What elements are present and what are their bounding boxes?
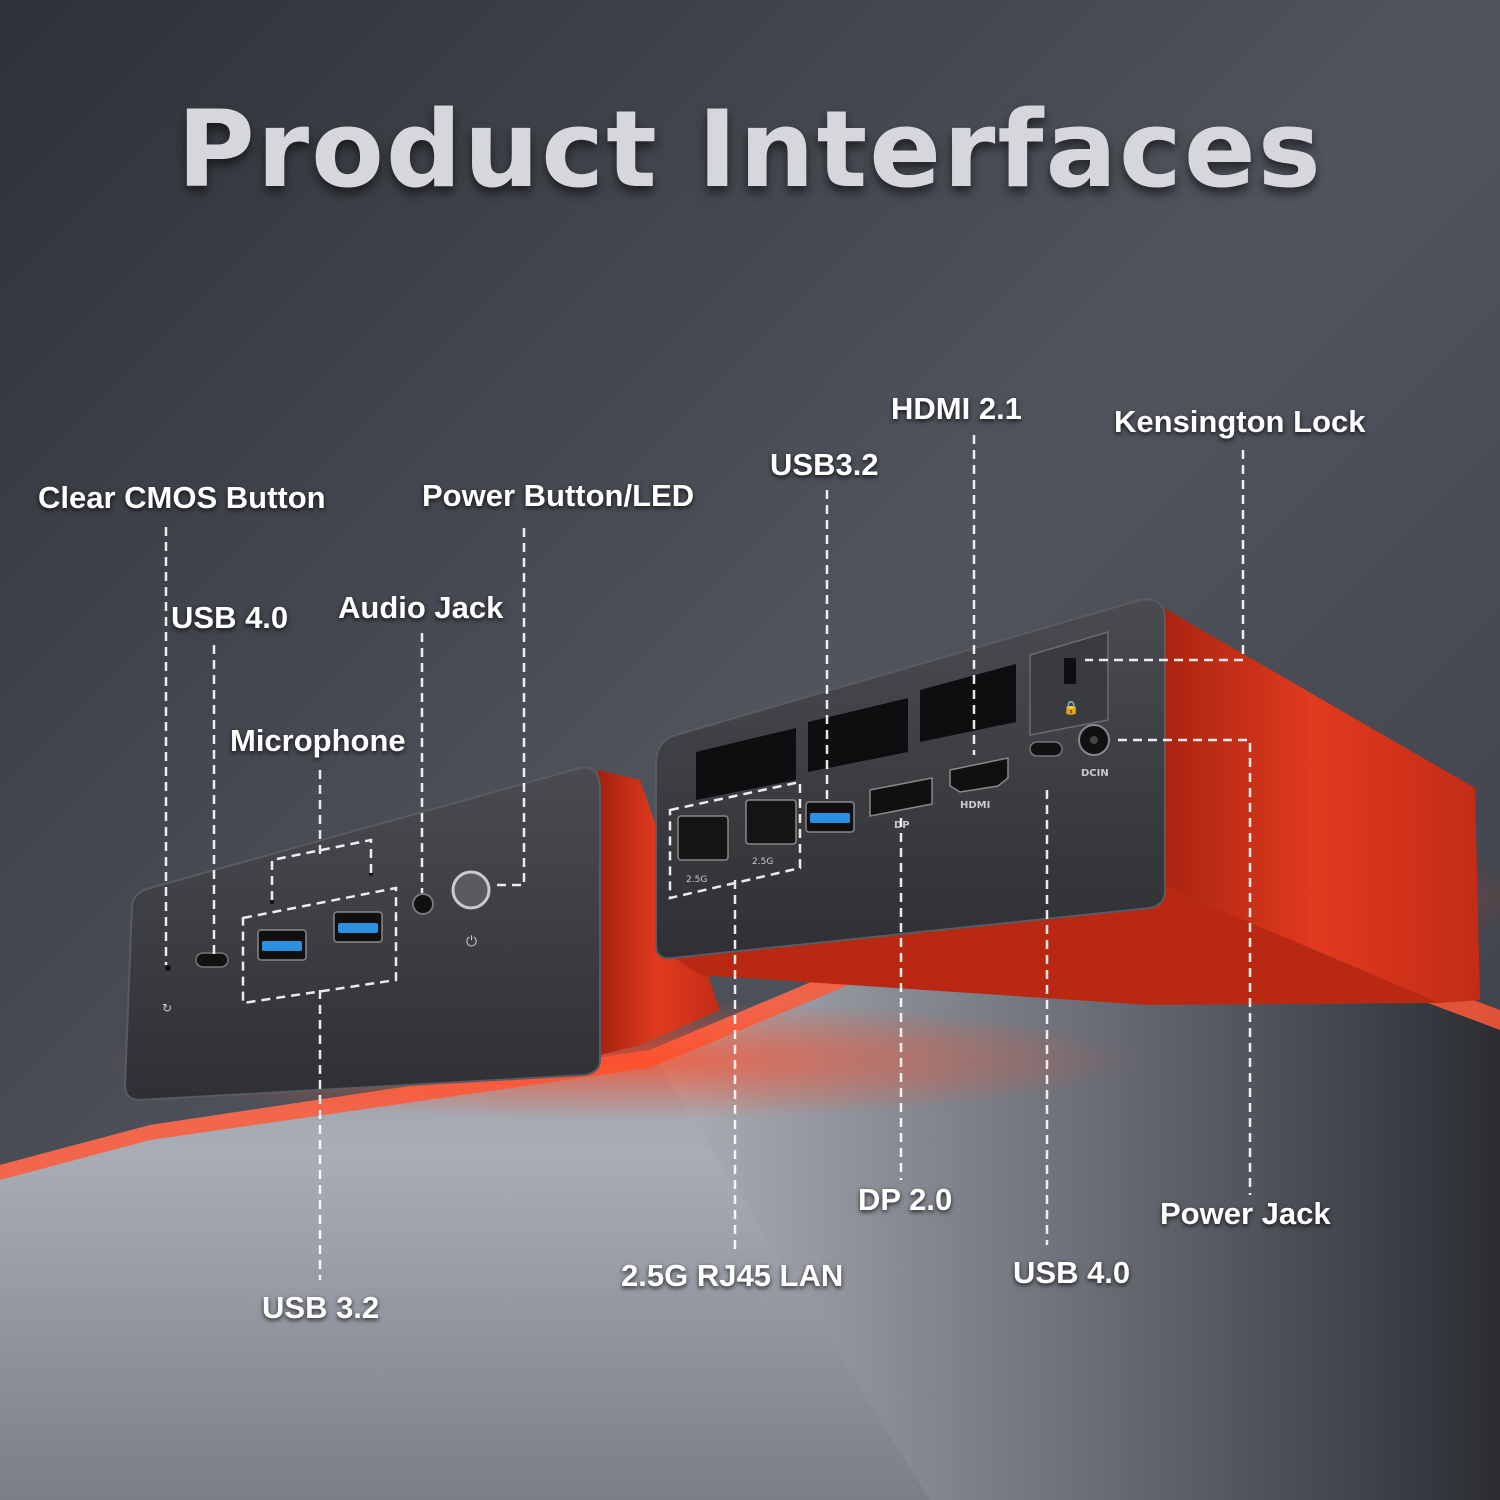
dcin-mark: DCIN — [1081, 768, 1109, 779]
rear-usb32-tongue — [810, 813, 850, 823]
callout-usb32-front — [241, 886, 398, 1280]
label-usb40-front: USB 4.0 — [171, 600, 289, 635]
label-power-button-led: Power Button/LED — [422, 478, 695, 513]
label-lan: 2.5G RJ45 LAN — [621, 1258, 844, 1293]
cmos-pinhole[interactable] — [165, 965, 171, 971]
hdmi-port-mark: HDMI — [960, 800, 990, 811]
callout-microphone — [270, 770, 373, 900]
dp-port[interactable] — [869, 777, 933, 817]
rear-device-red-side — [1150, 600, 1480, 1003]
callout-lines — [164, 435, 1252, 1280]
lan-speed-mark-1: 2.5G — [686, 875, 707, 885]
label-kensington-lock: Kensington Lock — [1114, 404, 1366, 439]
lock-icon: 🔒 — [1063, 701, 1079, 716]
vent-1 — [696, 728, 796, 800]
label-dp: DP 2.0 — [858, 1182, 953, 1217]
rear-device-bottom-red — [660, 880, 1440, 1005]
label-microphone: Microphone — [230, 723, 406, 758]
callout-power-jack — [1118, 738, 1252, 1195]
vent-3 — [920, 664, 1016, 742]
label-audio-jack: Audio Jack — [338, 590, 504, 625]
rear-usb4-port[interactable] — [1029, 741, 1063, 757]
power-button[interactable] — [451, 870, 491, 910]
cmos-symbol-icon: ↻ — [162, 1001, 172, 1015]
label-clear-cmos: Clear CMOS Button — [38, 480, 326, 515]
rear-view-device: 2.5G 2.5G DP HDMI 🔒 DCIN — [655, 598, 1480, 1005]
lan-port-2[interactable] — [745, 799, 797, 845]
lan-port-1[interactable] — [677, 815, 729, 861]
kensington-slot[interactable] — [1064, 658, 1076, 684]
front-usb32-tongue-2 — [338, 923, 378, 933]
hdmi-port[interactable] — [949, 757, 1009, 793]
audio-jack[interactable] — [412, 893, 434, 915]
vent-2 — [808, 698, 908, 772]
label-power-jack: Power Jack — [1160, 1196, 1331, 1231]
label-usb40-rear: USB 4.0 — [1013, 1255, 1131, 1290]
label-usb32-rear: USB3.2 — [770, 447, 879, 482]
callout-kensington — [1085, 450, 1245, 662]
callout-lan — [668, 780, 802, 1255]
power-symbol-icon: ⏻ — [466, 934, 477, 950]
label-usb32-front: USB 3.2 — [262, 1290, 380, 1325]
front-usb32-tongue-1 — [262, 941, 302, 951]
callout-power-button — [492, 528, 526, 887]
front-usb4-port[interactable] — [195, 952, 229, 968]
microphone-hole-1 — [270, 900, 274, 904]
lan-speed-mark-2: 2.5G — [752, 857, 773, 867]
page-title: Product Interfaces — [177, 88, 1323, 211]
dc-power-jack-pin — [1090, 736, 1098, 744]
label-hdmi: HDMI 2.1 — [891, 391, 1022, 426]
